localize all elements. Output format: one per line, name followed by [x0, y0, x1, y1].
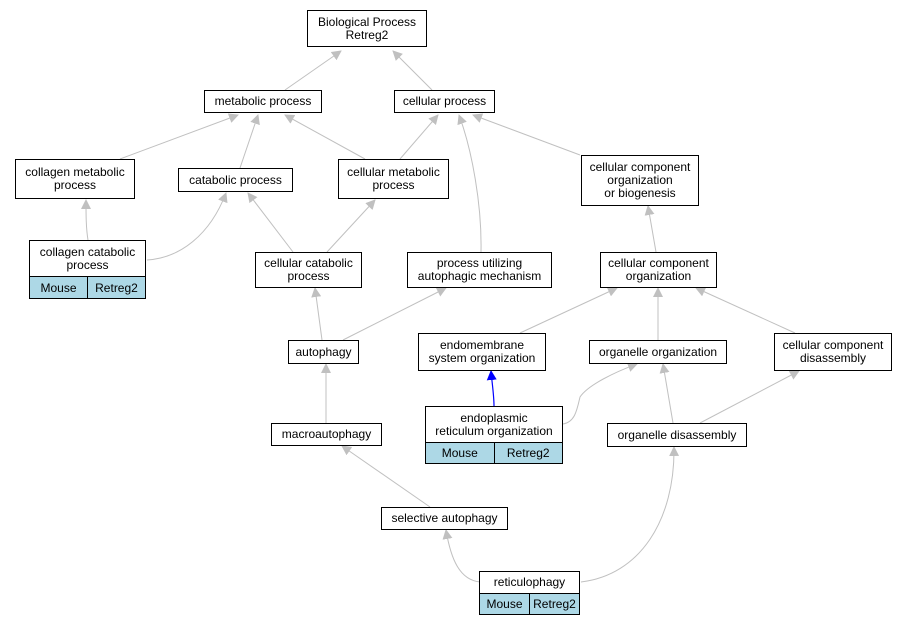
node-collagen-metabolic-process[interactable]: collagen metabolic process	[15, 159, 135, 199]
annotation-er-organization: Mouse Retreg2	[425, 442, 563, 464]
edge-cellular-catabolic-to-cellular-metabolic	[326, 199, 376, 253]
edge-cc-org-to-ccob	[644, 205, 657, 253]
annotation-species: Mouse	[441, 446, 478, 460]
edge-endomembrane-to-cc-org	[519, 287, 618, 334]
node-cellular-component-organization[interactable]: cellular component organization	[600, 252, 717, 288]
edge-er-org-to-organelle-org	[562, 362, 638, 425]
edge-cc-disassembly-to-cc-org	[695, 287, 796, 334]
annotation-species: Mouse	[486, 597, 523, 611]
node-biological-process[interactable]: Biological Process Retreg2	[307, 10, 427, 47]
edge-reticulophagy-to-organelle-disassembly	[580, 446, 680, 583]
edge-collagen-metabolic-to-metabolic	[119, 113, 239, 160]
edge-organelle-disassembly-to-organelle-org	[659, 363, 674, 424]
node-catabolic-process[interactable]: catabolic process	[178, 168, 293, 192]
edge-collagen-catabolic-to-collagen-metabolic	[81, 199, 92, 241]
edge-cellular-catabolic-to-catabolic	[247, 192, 294, 253]
node-cellular-process[interactable]: cellular process	[394, 90, 495, 113]
annotation-gene: Retreg2	[529, 594, 579, 614]
edge-organelle-disassembly-to-cc-disassembly	[699, 370, 800, 424]
edge-cellular-metabolic-to-cellular	[399, 114, 439, 160]
node-autophagy[interactable]: autophagy	[288, 340, 359, 364]
edge-er-org-to-endomembrane	[486, 370, 497, 407]
node-cellular-component-disassembly[interactable]: cellular component disassembly	[774, 333, 892, 371]
edge-collagen-catabolic-to-catabolic	[146, 192, 228, 261]
annotation-species: Mouse	[40, 280, 77, 295]
node-selective-autophagy[interactable]: selective autophagy	[381, 507, 508, 530]
edge-autophagic-mechanism-to-cellular	[457, 114, 482, 253]
edge-autophagy-to-autophagic-mechanism	[342, 287, 447, 341]
node-organelle-disassembly[interactable]: organelle disassembly	[607, 423, 747, 447]
node-cellular-metabolic-process[interactable]: cellular metabolic process	[338, 159, 449, 199]
edge-cellular-metabolic-to-metabolic	[284, 114, 366, 160]
node-reticulophagy[interactable]: reticulophagy	[479, 571, 580, 594]
node-cc-organization-or-biogenesis[interactable]: cellular component organization or bioge…	[581, 155, 699, 206]
edge-metabolic-to-bp	[284, 50, 342, 91]
annotation-gene: Retreg2	[87, 277, 145, 298]
edge-catabolic-to-metabolic	[239, 114, 260, 169]
node-collagen-catabolic-process[interactable]: collagen catabolic process	[29, 240, 146, 277]
node-process-utilizing-autophagic-mechanism[interactable]: process utilizing autophagic mechanism	[407, 252, 552, 288]
edge-selective-autophagy-to-macroautophagy	[341, 445, 431, 508]
edge-reticulophagy-to-selective-autophagy	[442, 529, 481, 583]
edge-ccob-to-cellular	[472, 113, 581, 156]
annotation-reticulophagy: Mouse Retreg2	[479, 593, 580, 615]
node-macroautophagy[interactable]: macroautophagy	[271, 423, 382, 446]
node-organelle-organization[interactable]: organelle organization	[589, 340, 727, 364]
edge-cellular-to-bp	[392, 50, 433, 91]
annotation-gene: Retreg2	[493, 443, 563, 463]
node-cellular-catabolic-process[interactable]: cellular catabolic process	[255, 252, 362, 288]
edge-autophagy-to-cellular-catabolic	[311, 287, 323, 341]
node-endomembrane-system-organization[interactable]: endomembrane system organization	[418, 333, 546, 371]
node-endoplasmic-reticulum-organization[interactable]: endoplasmic reticulum organization	[425, 406, 563, 443]
node-metabolic-process[interactable]: metabolic process	[204, 90, 322, 113]
annotation-collagen-catabolic: Mouse Retreg2	[29, 276, 146, 299]
